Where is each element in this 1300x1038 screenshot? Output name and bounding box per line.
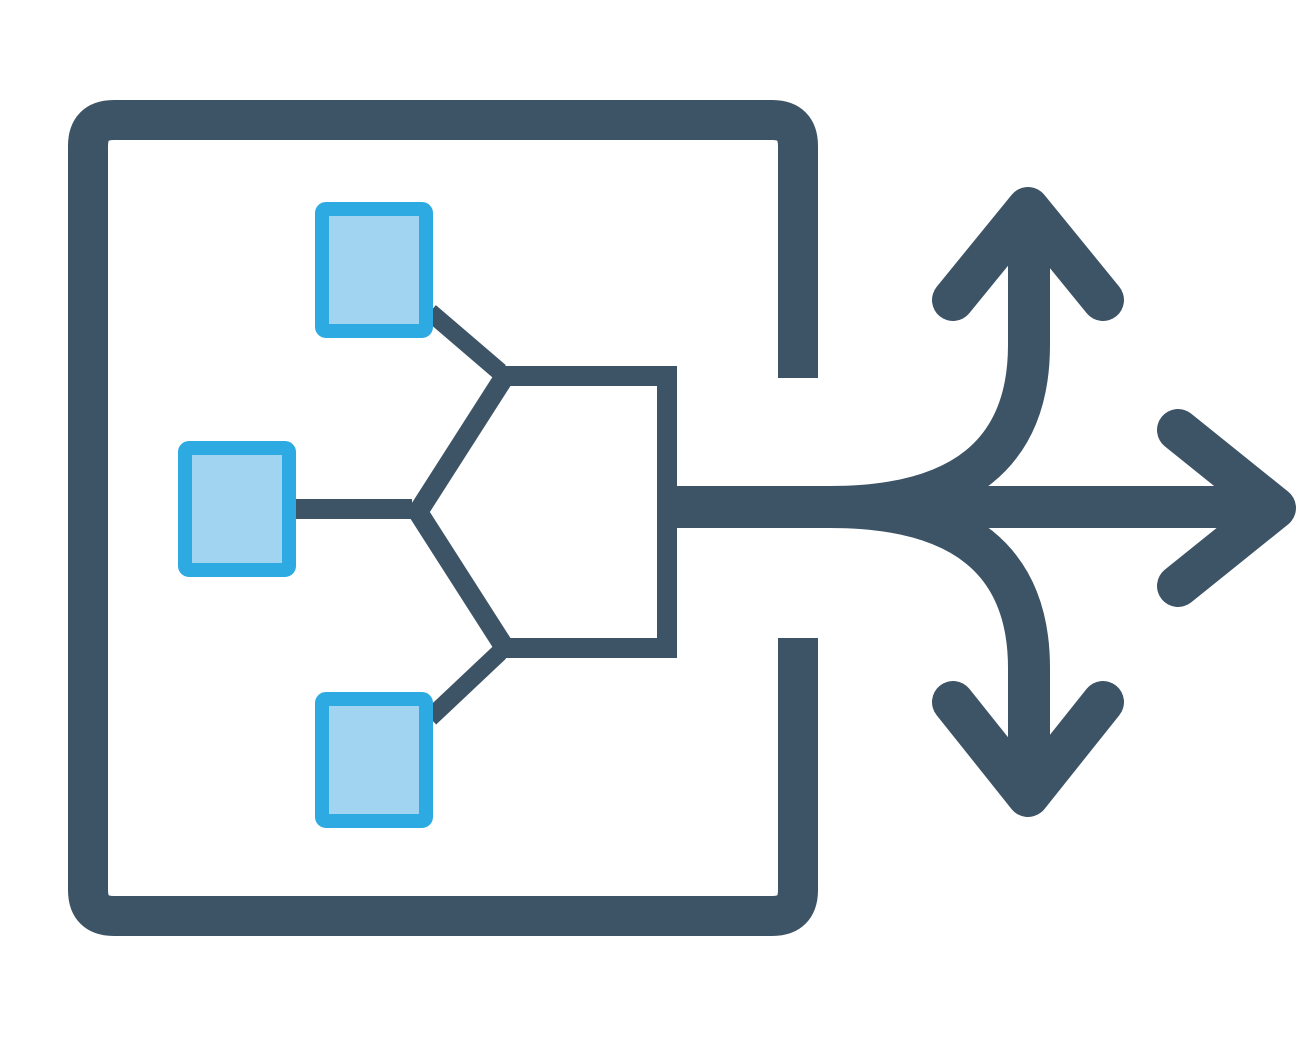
arrow-right-head [1157,409,1296,607]
connector-top [424,305,506,379]
source-node-middle [178,441,296,577]
pentagon-hub [406,366,677,658]
arrow-up-head [932,187,1124,321]
source-node-top [315,202,433,338]
connector-bottom [423,645,507,725]
source-node-bottom [315,692,433,828]
arrow-down-head [932,681,1124,817]
branch-curve-down [829,486,1050,800]
frame-outline [68,100,818,936]
